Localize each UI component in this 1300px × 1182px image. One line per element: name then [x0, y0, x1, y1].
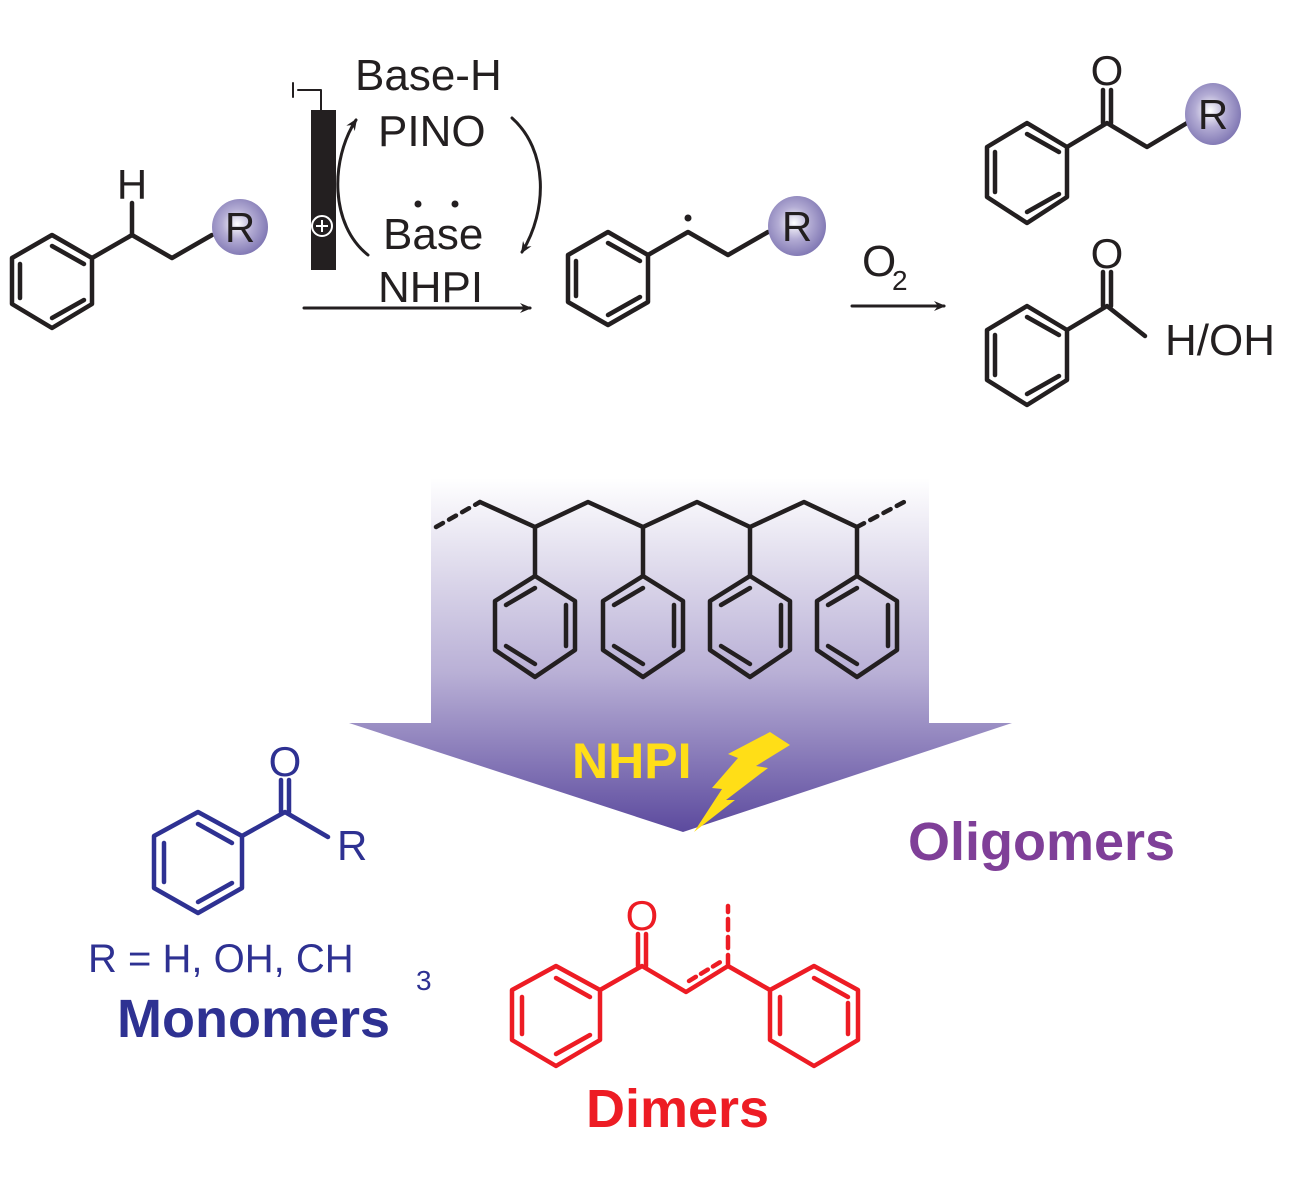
process-arrow [349, 478, 1012, 832]
cycle-arrow-up [336, 118, 370, 257]
oxygen-label: O [1091, 47, 1124, 94]
cycle-nhpi: NHPI [378, 263, 483, 312]
lone-pair-dot [451, 200, 459, 208]
r-group-label: R [1198, 91, 1228, 138]
lone-pair-dot [414, 200, 422, 208]
hydrogen-label: H [117, 161, 147, 208]
oxygen-label: O [269, 738, 302, 785]
dimers-title: Dimers [586, 1079, 769, 1139]
r-group-ball [1185, 83, 1241, 145]
r-label: R [337, 822, 367, 869]
oxygen-arrow: O 2 [850, 237, 946, 311]
r-group-ball [212, 199, 268, 255]
r-group-label: R [782, 203, 812, 250]
cycle-arrow-down [510, 116, 542, 254]
dimer-product: O Dimers [509, 892, 861, 1139]
polystyrene-structure [433, 498, 909, 680]
cycle-pino: PINO [378, 107, 486, 156]
monomers-title: Monomers [117, 989, 390, 1049]
r-group-ball [768, 196, 826, 256]
ketone-product: O R [984, 47, 1241, 226]
substrate-molecule: H R [9, 161, 268, 331]
benzene-ring [9, 232, 95, 331]
r-group-subscript: 3 [416, 965, 432, 996]
oligomers-title: Oligomers [908, 812, 1175, 872]
catalytic-cycle: Base-H PINO Base NHPI [302, 51, 542, 313]
oxidant-subscript: 2 [892, 265, 908, 296]
oxygen-label: O [626, 892, 659, 939]
phenyl-ring [814, 524, 900, 680]
benzylic-radical: R [565, 196, 826, 328]
monomer-product: O R R = H, OH, CH 3 Monomers [88, 738, 432, 1049]
oxidant-label: O [862, 237, 896, 286]
phenyl-ring [492, 524, 578, 680]
h-oh-label: H/OH [1165, 316, 1275, 365]
radical-dot [684, 214, 692, 222]
r-group-definition: R = H, OH, CH [88, 937, 354, 981]
electrode [292, 82, 336, 270]
catalyst-label: NHPI [572, 733, 691, 789]
lightning-bolt-icon [694, 732, 790, 832]
oxygen-label: O [1091, 230, 1124, 277]
phenyl-ring [600, 524, 686, 680]
r-group-label: R [225, 204, 255, 251]
cycle-base: Base [383, 210, 483, 259]
phenyl-ring [707, 524, 793, 680]
cycle-base-h: Base-H [355, 51, 502, 100]
benzaldehyde-benzoic-acid-product: O H/OH [984, 230, 1275, 408]
anode-bar [311, 110, 336, 270]
